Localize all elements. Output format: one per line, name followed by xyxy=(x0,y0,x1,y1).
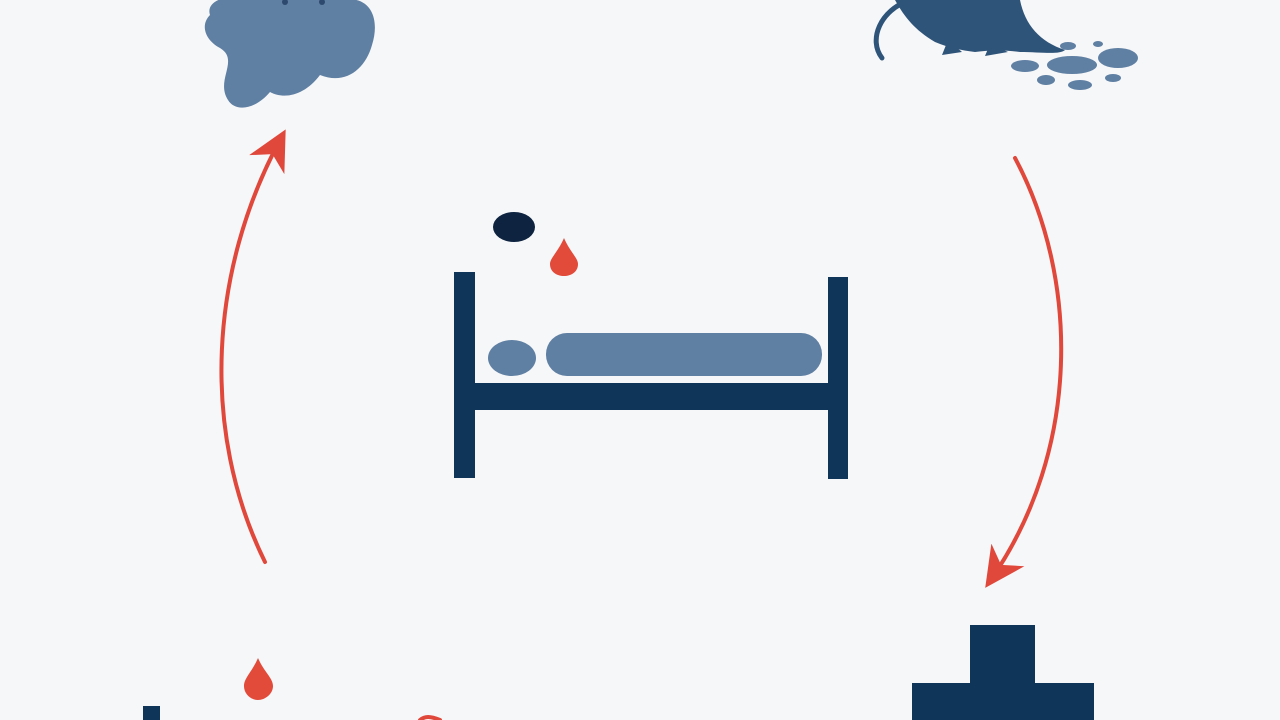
blood-drop-icon-bottom xyxy=(244,658,273,700)
cloud-icon xyxy=(204,0,375,108)
cycle-arrow-right xyxy=(985,156,1064,588)
cycle-arrow-left xyxy=(219,129,286,564)
rodent-icon xyxy=(873,0,1138,90)
patient-head-dot xyxy=(493,212,535,242)
partial-bed-post xyxy=(143,706,160,720)
cycle-arrow-bottom xyxy=(418,715,442,720)
hospital-bed-icon xyxy=(454,212,848,479)
blood-drop-icon xyxy=(550,238,578,276)
medical-cross-icon xyxy=(912,625,1094,720)
